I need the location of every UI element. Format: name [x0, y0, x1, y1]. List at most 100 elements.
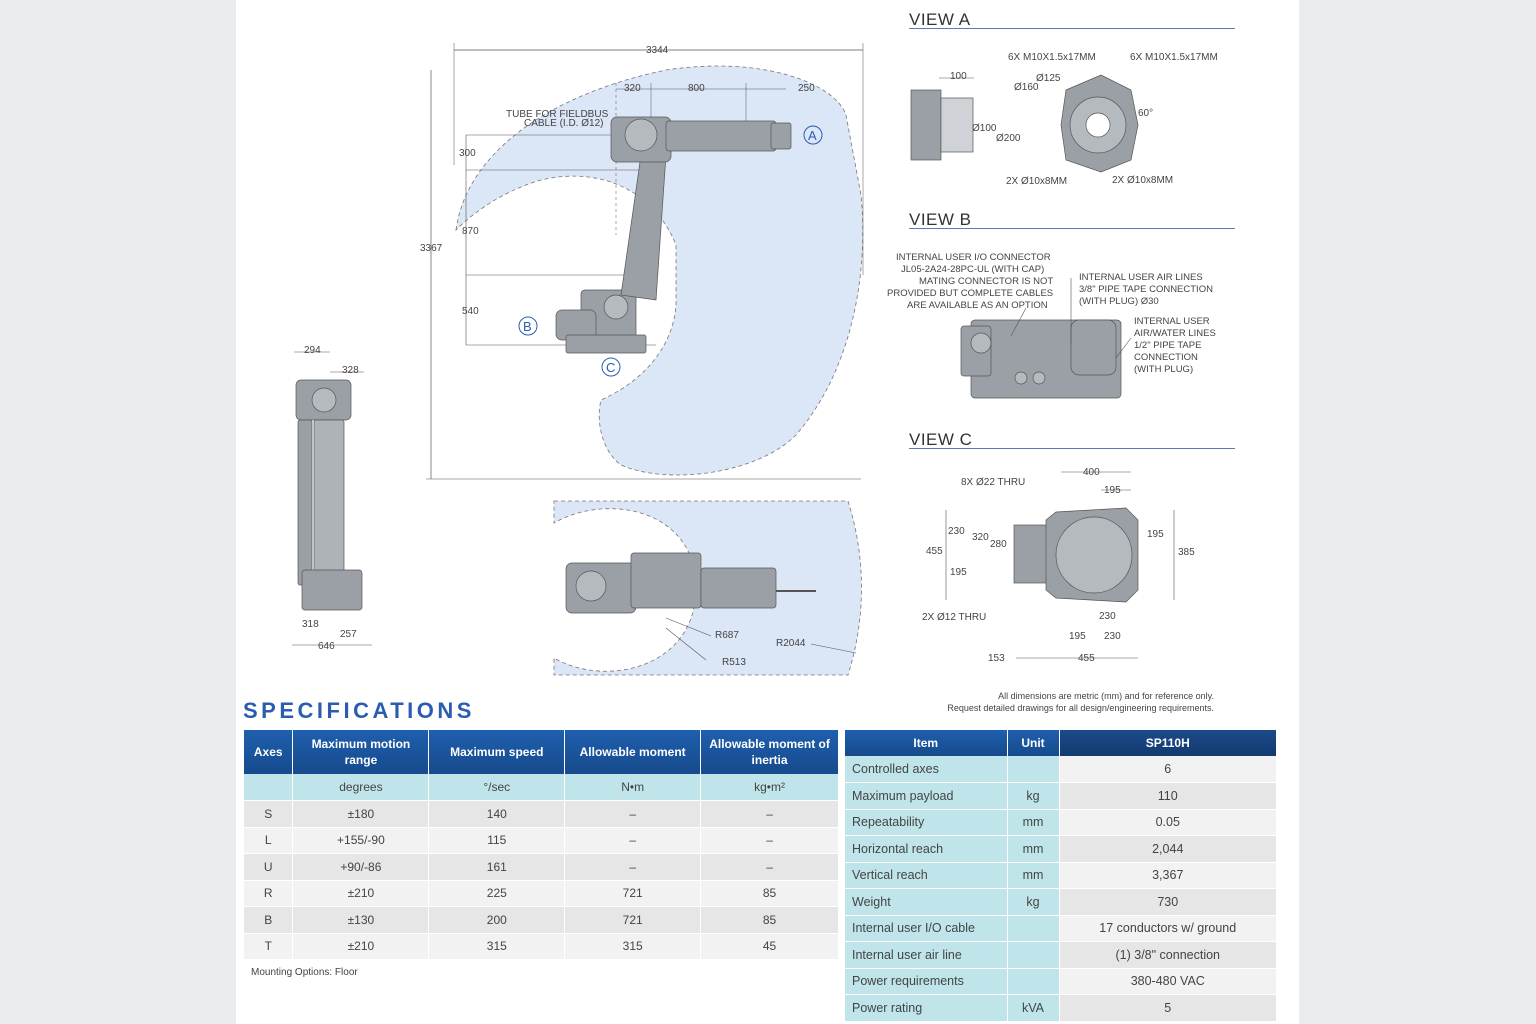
svg-text:INTERNAL USER: INTERNAL USER: [1134, 316, 1210, 327]
table-row: L +155/-90 115 – –: [244, 827, 839, 854]
view-a-d160: Ø160: [1014, 82, 1039, 93]
base-footprint-silhouette: [1013, 507, 1139, 603]
dim-318: 318: [302, 619, 319, 630]
dim-646: 646: [318, 641, 335, 652]
dim-r687: R687: [715, 630, 739, 641]
axes-spec-table: Axes Maximum motion range Maximum speed …: [244, 730, 839, 960]
svg-text:INTERNAL USER I/O CONNECTOR: INTERNAL USER I/O CONNECTOR: [896, 252, 1051, 263]
view-a-d100: Ø100: [972, 123, 997, 134]
view-c-d230a: 230: [948, 526, 965, 537]
dim-870: 870: [462, 226, 479, 237]
view-b-drawing: INTERNAL USER I/O CONNECTOR JL05-2A24-28…: [887, 252, 1216, 399]
svg-text:MATING CONNECTOR IS NOT: MATING CONNECTOR IS NOT: [919, 276, 1053, 287]
view-a-m10-right: 6X M10X1.5x17MM: [1130, 52, 1218, 63]
view-a-m10-left: 6X M10X1.5x17MM: [1008, 52, 1096, 63]
view-a-rule: [909, 28, 1235, 29]
svg-text:INTERNAL USER AIR LINES: INTERNAL USER AIR LINES: [1079, 272, 1203, 283]
header-axes: Axes: [244, 730, 294, 774]
view-c-drawing: 8X Ø22 THRU 2X Ø12 THRU 400 195 195 385 …: [922, 467, 1195, 664]
callout-b: B: [518, 316, 538, 336]
svg-text:AIR/WATER LINES: AIR/WATER LINES: [1134, 328, 1216, 339]
view-a-pin-left: 2X Ø10x8MM: [1006, 176, 1067, 187]
view-b-title: VIEW B: [909, 210, 972, 229]
table-row: U +90/-86 161 – –: [244, 853, 839, 881]
svg-text:PROVIDED BUT COMPLETE CABLES: PROVIDED BUT COMPLETE CABLES: [887, 288, 1053, 299]
mounting-options-note: Mounting Options: Floor: [251, 967, 358, 978]
view-a-d125: Ø125: [1036, 73, 1061, 84]
view-c-d320: 320: [972, 532, 989, 543]
view-a-angle: 60°: [1138, 108, 1153, 119]
view-c-d195c: 195: [950, 567, 967, 578]
view-b-io-note: INTERNAL USER I/O CONNECTOR JL05-2A24-28…: [887, 252, 1053, 311]
dim-800: 800: [688, 83, 705, 94]
table-row: S ±180 140 – –: [244, 800, 839, 828]
table-row: T ±210 315 315 45: [244, 933, 839, 960]
view-a-dim-100: 100: [950, 71, 967, 82]
callout-c: C: [601, 357, 621, 377]
view-c-d230c: 230: [1104, 631, 1121, 642]
svg-text:CONNECTION: CONNECTION: [1134, 352, 1198, 363]
dim-328: 328: [342, 365, 359, 376]
view-c-d455a: 455: [926, 546, 943, 557]
disclaimer-line-1: All dimensions are metric (mm) and for r…: [998, 691, 1214, 701]
header-allowable-moment: Allowable moment: [564, 730, 702, 774]
dim-257: 257: [340, 629, 357, 640]
view-c-d153: 153: [988, 653, 1005, 664]
dim-total-width: 3344: [646, 45, 669, 56]
item-table-header: Item Unit SP110H: [845, 730, 1277, 756]
svg-text:1/2" PIPE TAPE: 1/2" PIPE TAPE: [1134, 340, 1201, 351]
svg-text:B: B: [523, 319, 532, 334]
view-c-title: VIEW C: [909, 430, 973, 449]
table-row: B ±130 200 721 85: [244, 906, 839, 934]
svg-text:(WITH PLUG): (WITH PLUG): [1134, 364, 1193, 375]
tube-label-line2: CABLE (I.D. Ø12): [524, 118, 603, 129]
view-c-d385: 385: [1178, 547, 1195, 558]
dim-r513: R513: [722, 657, 746, 668]
callout-a: A: [803, 125, 823, 145]
view-b-air-note: INTERNAL USER AIR LINES 3/8" PIPE TAPE C…: [1079, 272, 1213, 307]
header-model: SP110H: [1059, 730, 1277, 756]
work-envelope: [455, 65, 864, 476]
header-moment-of-inertia: Allowable moment of inertia: [700, 730, 839, 774]
dim-294: 294: [304, 345, 321, 356]
view-c-thru8: 8X Ø22 THRU: [961, 477, 1025, 488]
view-c-d195d: 195: [1069, 631, 1086, 642]
tube-label-line1: TUBE FOR FIELDBUS: [506, 109, 609, 120]
specifications-title: SPECIFICATIONS: [243, 698, 475, 723]
svg-text:3/8" PIPE TAPE CONNECTION: 3/8" PIPE TAPE CONNECTION: [1079, 284, 1213, 295]
view-c-d195a: 195: [1104, 485, 1121, 496]
svg-text:ARE AVAILABLE AS AN OPTION: ARE AVAILABLE AS AN OPTION: [907, 300, 1048, 311]
view-c-rule: [909, 448, 1235, 449]
view-a-pin-right: 2X Ø10x8MM: [1112, 175, 1173, 186]
robot-top-silhouette: [565, 552, 816, 614]
view-c-d195b: 195: [1147, 529, 1164, 540]
dim-540: 540: [462, 306, 479, 317]
header-max-speed: Maximum speed: [428, 730, 566, 774]
table-row: Internal user air line(1) 3/8" connectio…: [845, 941, 1277, 969]
dim-300: 300: [459, 148, 476, 159]
view-c-d400: 400: [1083, 467, 1100, 478]
table-row: R ±210 225 721 85: [244, 880, 839, 907]
top-view-drawing: R687 R513 R2044: [553, 500, 862, 676]
disclaimer: All dimensions are metric (mm) and for r…: [896, 690, 1214, 714]
svg-text:C: C: [606, 360, 615, 375]
robot-base-silhouette: [960, 319, 1122, 399]
svg-text:JL05-2A24-28PC-UL (WITH CAP): JL05-2A24-28PC-UL (WITH CAP): [901, 264, 1044, 275]
view-a-title: VIEW A: [909, 10, 971, 29]
view-c-thru2: 2X Ø12 THRU: [922, 612, 986, 623]
axes-table-header: Axes Maximum motion range Maximum speed …: [244, 730, 839, 774]
robot-side-silhouette: [555, 116, 792, 354]
header-item: Item: [845, 730, 1008, 756]
view-c-d455b: 455: [1078, 653, 1095, 664]
front-view-drawing: 294 328 318 257 646: [292, 345, 372, 652]
dim-total-height: 3367: [420, 243, 443, 254]
view-b-rule: [909, 228, 1235, 229]
